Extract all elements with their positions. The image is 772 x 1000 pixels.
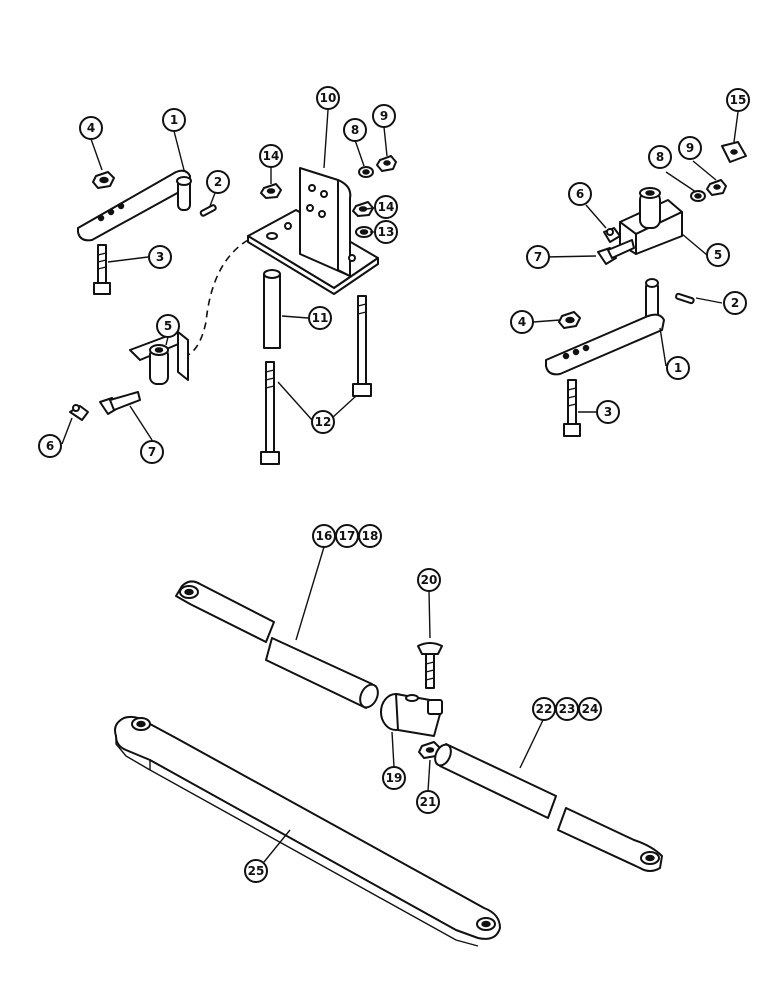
nut-right	[558, 311, 581, 329]
grease-fitting-left	[69, 404, 89, 421]
svg-text:13: 13	[378, 225, 395, 239]
svg-text:11: 11	[312, 311, 329, 325]
spacer-tube	[263, 269, 281, 349]
leader-lines	[61, 109, 739, 863]
callout-3: 3	[148, 245, 172, 269]
svg-text:4: 4	[87, 121, 95, 135]
callout-14: 14	[259, 144, 283, 168]
svg-text:5: 5	[164, 319, 172, 333]
long-bolts	[260, 295, 372, 465]
callout-17: 17	[335, 524, 359, 548]
callout-2: 2	[723, 291, 747, 315]
grease-fitting-right	[603, 227, 621, 243]
callout-9: 9	[372, 104, 396, 128]
svg-text:21: 21	[420, 795, 437, 809]
callout-21: 21	[416, 790, 440, 814]
callout-12: 12	[311, 410, 335, 434]
svg-text:4: 4	[518, 315, 526, 329]
svg-text:19: 19	[386, 771, 403, 785]
tie-rod-left	[175, 580, 379, 709]
mounting-bracket-center	[247, 167, 379, 295]
svg-text:3: 3	[604, 405, 612, 419]
carriage-bolt	[417, 642, 443, 689]
svg-text:12: 12	[315, 415, 332, 429]
capscrew-left	[99, 391, 141, 415]
svg-text:9: 9	[686, 141, 694, 155]
svg-text:24: 24	[582, 702, 599, 716]
svg-text:7: 7	[534, 250, 542, 264]
clamp-collar	[380, 693, 443, 737]
callout-18: 18	[358, 524, 382, 548]
svg-text:3: 3	[156, 250, 164, 264]
svg-text:1: 1	[674, 361, 682, 375]
lever-arm-right	[545, 278, 665, 376]
svg-text:5: 5	[714, 248, 722, 262]
svg-text:14: 14	[263, 149, 280, 163]
tie-rod-right	[434, 743, 663, 872]
nut-left	[92, 171, 115, 189]
svg-text:10: 10	[320, 91, 337, 105]
callout-14: 14	[374, 195, 398, 219]
callout-15: 15	[726, 88, 750, 112]
callout-8: 8	[343, 118, 367, 142]
svg-text:22: 22	[536, 702, 553, 716]
callout-19: 19	[382, 766, 406, 790]
svg-text:15: 15	[730, 93, 747, 107]
clamp-bracket-left	[129, 331, 189, 385]
pin-left	[199, 204, 217, 217]
callout-24: 24	[578, 697, 602, 721]
callout-3: 3	[596, 400, 620, 424]
svg-text:8: 8	[656, 150, 664, 164]
callout-5: 5	[706, 243, 730, 267]
callout-9: 9	[678, 136, 702, 160]
svg-text:9: 9	[380, 109, 388, 123]
callout-13: 13	[374, 220, 398, 244]
svg-text:8: 8	[351, 123, 359, 137]
callout-22: 22	[532, 697, 556, 721]
svg-text:2: 2	[731, 296, 739, 310]
callout-1: 1	[666, 356, 690, 380]
svg-text:23: 23	[559, 702, 576, 716]
svg-text:20: 20	[421, 573, 438, 587]
svg-text:6: 6	[46, 439, 54, 453]
clamp-bracket-right	[619, 187, 683, 255]
svg-text:25: 25	[248, 864, 265, 878]
svg-text:14: 14	[378, 200, 395, 214]
bolt-left	[93, 244, 111, 295]
callout-7: 7	[140, 440, 164, 464]
assembly-line	[185, 239, 249, 357]
callout-4: 4	[79, 116, 103, 140]
lever-arm-left	[77, 169, 192, 242]
svg-text:17: 17	[339, 529, 356, 543]
callout-8: 8	[648, 145, 672, 169]
svg-text:6: 6	[576, 187, 584, 201]
svg-text:18: 18	[362, 529, 379, 543]
bolt-right	[563, 379, 581, 437]
callout-2: 2	[206, 170, 230, 194]
callout-23: 23	[555, 697, 579, 721]
svg-text:7: 7	[148, 445, 156, 459]
callout-7: 7	[526, 245, 550, 269]
svg-text:1: 1	[170, 113, 178, 127]
callout-25: 25	[244, 859, 268, 883]
svg-text:16: 16	[316, 529, 333, 543]
callout-1: 1	[162, 108, 186, 132]
svg-text:2: 2	[214, 175, 222, 189]
callout-6: 6	[38, 434, 62, 458]
callout-16: 16	[312, 524, 336, 548]
square-washer	[721, 141, 747, 163]
washer-nut-right	[690, 179, 727, 202]
drawbar	[114, 715, 501, 947]
pin-right	[675, 292, 695, 305]
callout-4: 4	[510, 310, 534, 334]
callout-5: 5	[156, 314, 180, 338]
callout-20: 20	[417, 568, 441, 592]
capscrew-right	[597, 239, 635, 265]
callout-6: 6	[568, 182, 592, 206]
callout-11: 11	[308, 306, 332, 330]
callout-10: 10	[316, 86, 340, 110]
